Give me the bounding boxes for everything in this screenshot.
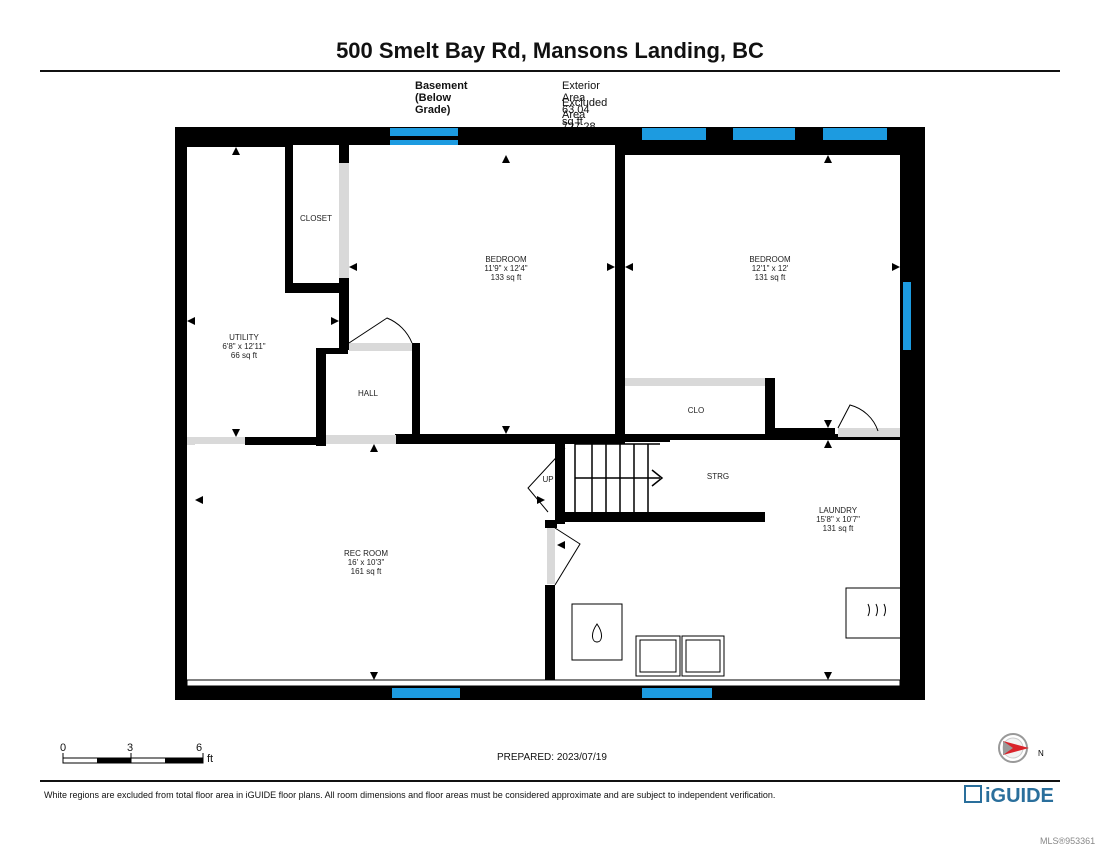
stairs-up-label: UP xyxy=(542,475,553,484)
utility-name: UTILITY xyxy=(229,333,259,342)
page-title: 500 Smelt Bay Rd, Mansons Landing, BC xyxy=(336,38,764,63)
door-openings xyxy=(195,163,900,584)
bedroom1-area: 133 sq ft xyxy=(491,273,522,282)
exterior-walls xyxy=(175,127,925,700)
logo-text: iGUIDE xyxy=(985,785,1054,807)
rec-room-name: REC ROOM xyxy=(344,549,388,558)
laundry-area: 131 sq ft xyxy=(823,524,854,533)
closet-name: CLOSET xyxy=(300,214,332,223)
mls-number: MLS®953361 xyxy=(1040,836,1096,846)
clo-name: CLO xyxy=(688,406,704,415)
bedroom1-dims: 11'9" x 12'4" xyxy=(484,264,527,273)
level-label: Basement (Below Grade) xyxy=(415,80,468,116)
iguide-logo: iGUIDE xyxy=(964,785,1054,808)
hall-name: HALL xyxy=(358,389,379,398)
exterior-area: Exterior Area 63.04 sq ft xyxy=(562,80,600,128)
dimension-arrows xyxy=(187,147,912,680)
laundry-dims: 15'8" x 10'7" xyxy=(816,515,860,524)
utility-area: 66 sq ft xyxy=(231,351,258,360)
prepared-date: PREPARED: 2023/07/19 xyxy=(497,752,607,763)
interior-walls xyxy=(186,145,901,690)
stairs xyxy=(574,443,664,512)
bedroom1-name: BEDROOM xyxy=(485,255,527,264)
scale-bar xyxy=(62,753,204,764)
strg-name: STRG xyxy=(707,472,729,481)
header-divider xyxy=(40,70,1060,72)
logo-mark-icon xyxy=(964,785,982,803)
bedroom2-dims: 12'1" x 12' xyxy=(752,264,789,273)
footer-disclaimer: White regions are excluded from total fl… xyxy=(44,790,776,800)
fixtures xyxy=(571,577,912,677)
scale-tick-3: 3 xyxy=(127,742,134,754)
scale-unit: ft xyxy=(207,753,214,765)
scale-tick-6: 6 xyxy=(196,742,203,754)
laundry-name: LAUNDRY xyxy=(819,506,858,515)
scale-tick-0: 0 xyxy=(60,742,67,754)
compass-north-label: N xyxy=(1038,749,1044,758)
bedroom2-name: BEDROOM xyxy=(749,255,791,264)
rec-room-area: 161 sq ft xyxy=(351,567,382,576)
door-swings xyxy=(348,317,879,586)
utility-dims: 6'8" x 12'11" xyxy=(222,342,265,351)
bedroom2-area: 131 sq ft xyxy=(755,273,786,282)
windows xyxy=(390,128,911,698)
compass-icon xyxy=(998,733,1029,763)
rec-room-dims: 16' x 10'3" xyxy=(348,558,385,567)
